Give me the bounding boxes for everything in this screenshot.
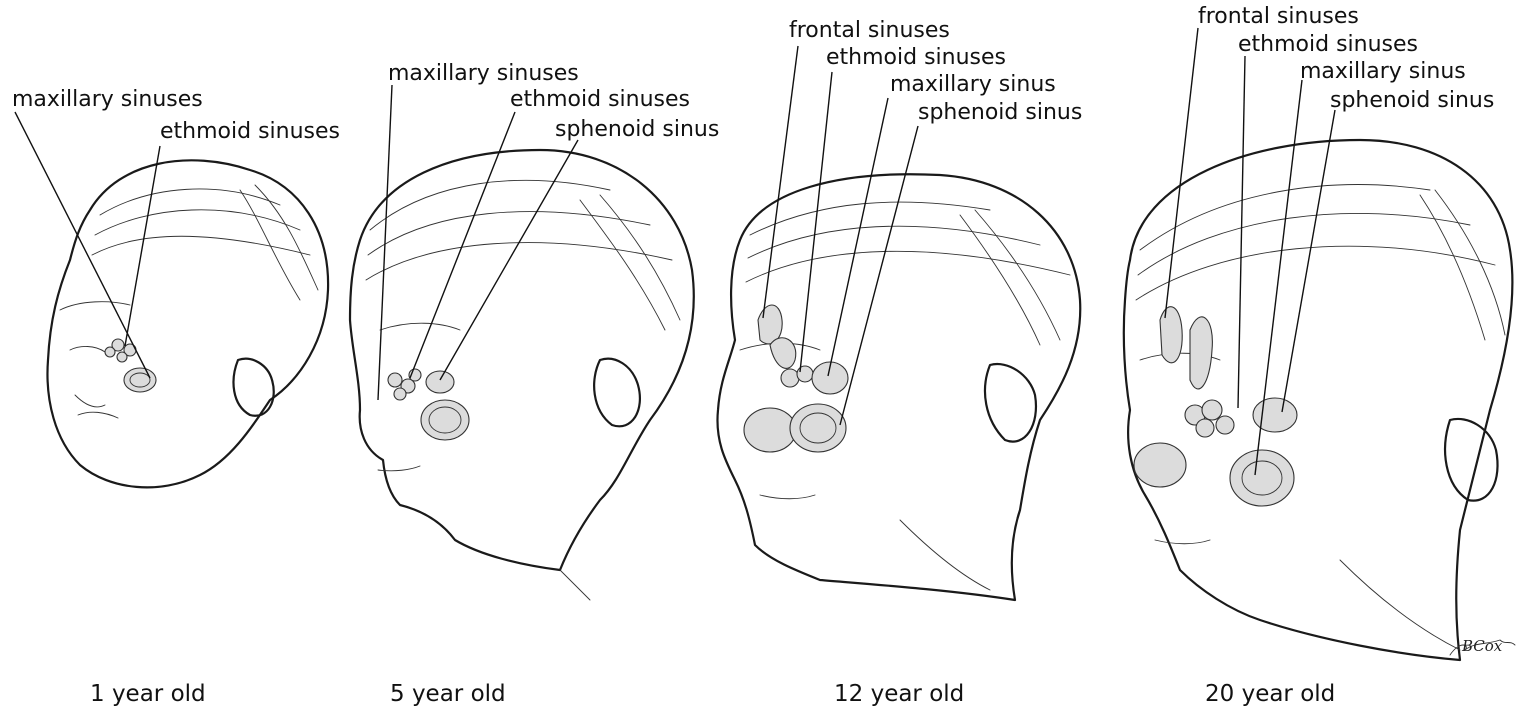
label-sphenoid-sinus-12y: sphenoid sinus	[918, 101, 1082, 125]
label-frontal-sinuses-20y: frontal sinuses	[1198, 5, 1359, 29]
head-12-year-drawing	[717, 46, 1080, 600]
label-maxillary-sinus-12y: maxillary sinus	[890, 73, 1056, 97]
label-maxillary-sinuses-1y: maxillary sinuses	[12, 88, 203, 112]
label-sphenoid-sinus-5y: sphenoid sinus	[555, 118, 719, 142]
label-maxillary-sinus-20y: maxillary sinus	[1300, 60, 1466, 84]
label-frontal-sinuses-12y: frontal sinuses	[789, 19, 950, 43]
label-ethmoid-sinuses-12y: ethmoid sinuses	[826, 46, 1006, 70]
label-sphenoid-sinus-20y: sphenoid sinus	[1330, 89, 1494, 113]
label-ethmoid-sinuses-5y: ethmoid sinuses	[510, 88, 690, 112]
label-maxillary-sinuses-5y: maxillary sinuses	[388, 62, 579, 86]
head-5-year-drawing	[350, 85, 694, 600]
age-caption-5-year: 5 year old	[390, 681, 506, 707]
label-ethmoid-sinuses-1y: ethmoid sinuses	[160, 120, 340, 144]
age-caption-20-year: 20 year old	[1205, 681, 1335, 707]
age-caption-1-year: 1 year old	[90, 681, 206, 707]
head-1-year-drawing	[15, 112, 328, 487]
head-20-year-drawing	[1124, 28, 1513, 660]
age-caption-12-year: 12 year old	[834, 681, 964, 707]
label-ethmoid-sinuses-20y: ethmoid sinuses	[1238, 33, 1418, 57]
artist-signature: BCox	[1462, 637, 1502, 655]
